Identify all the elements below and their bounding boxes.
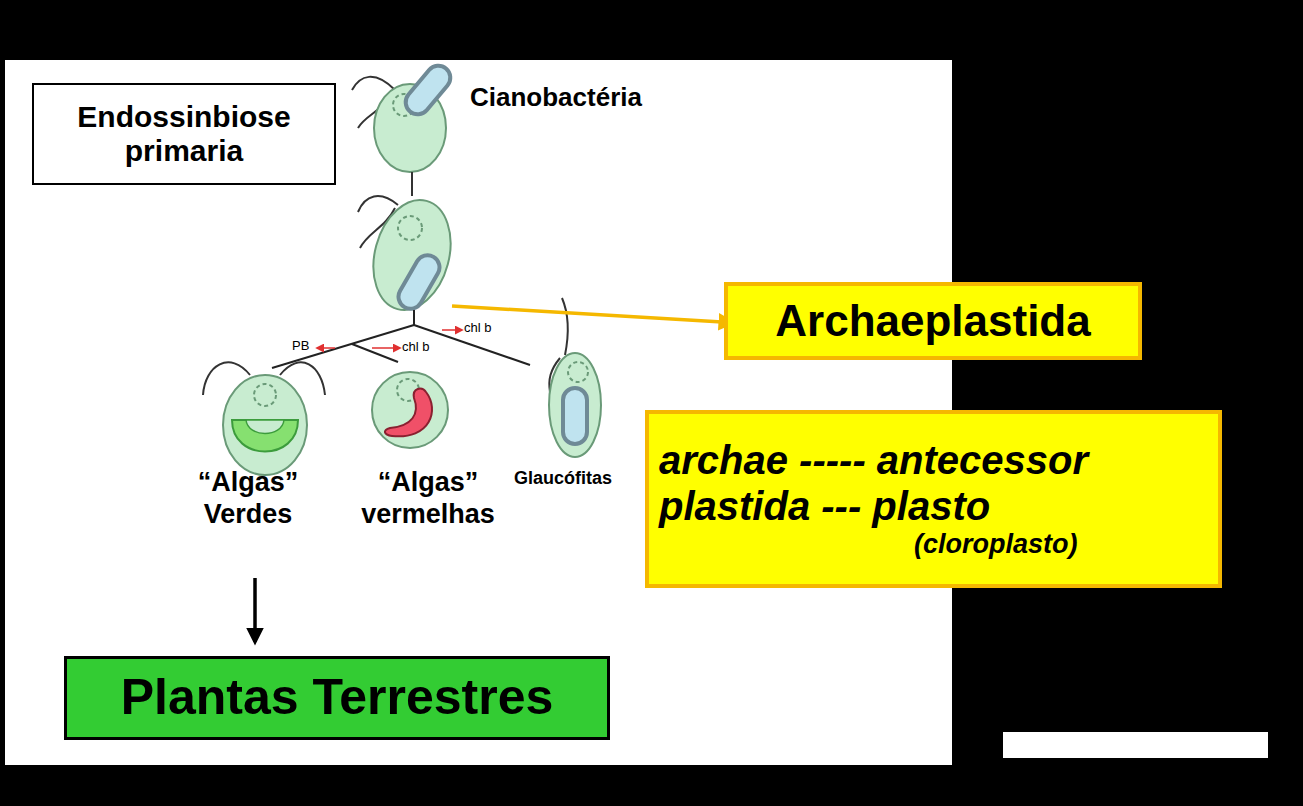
group-label: “Algas” vermelhas — [342, 466, 514, 531]
white-bar — [1003, 732, 1268, 758]
box-text: archae ----- antecessor — [659, 437, 1208, 483]
red-alga-cell — [372, 372, 448, 448]
box-text: (cloroplasto) — [914, 529, 1208, 560]
box-text: Archaeplastida — [740, 296, 1126, 347]
green-alga-cell — [203, 362, 325, 475]
etymology-box: archae ----- antecessorplastida --- plas… — [645, 410, 1222, 588]
trait-label: PB — [292, 338, 322, 354]
box-text: Endossinbiose primaria — [44, 100, 324, 169]
group-label: Glaucófitas — [514, 468, 644, 490]
trait-label: chl b — [464, 320, 514, 336]
result-box: Plantas Terrestres — [64, 656, 610, 740]
box-text: Plantas Terrestres — [79, 669, 595, 727]
clade-box: Archaeplastida — [724, 282, 1142, 360]
descent-arrow — [253, 578, 257, 642]
title-box: Endossinbiose primaria — [32, 83, 336, 185]
pointer-arrow — [452, 306, 722, 322]
glaucophyte-cell — [549, 298, 601, 457]
ancestral-archaeplastid-cell — [358, 191, 462, 318]
tree-lines — [272, 310, 530, 368]
box-text: plastida --- plasto — [659, 483, 1208, 529]
organism-label: Cianobactéria — [470, 82, 710, 113]
group-label: “Algas” Verdes — [178, 466, 318, 531]
red-arrows — [317, 330, 462, 348]
trait-label: chl b — [402, 339, 452, 355]
host-cell-engulfing — [352, 61, 455, 172]
